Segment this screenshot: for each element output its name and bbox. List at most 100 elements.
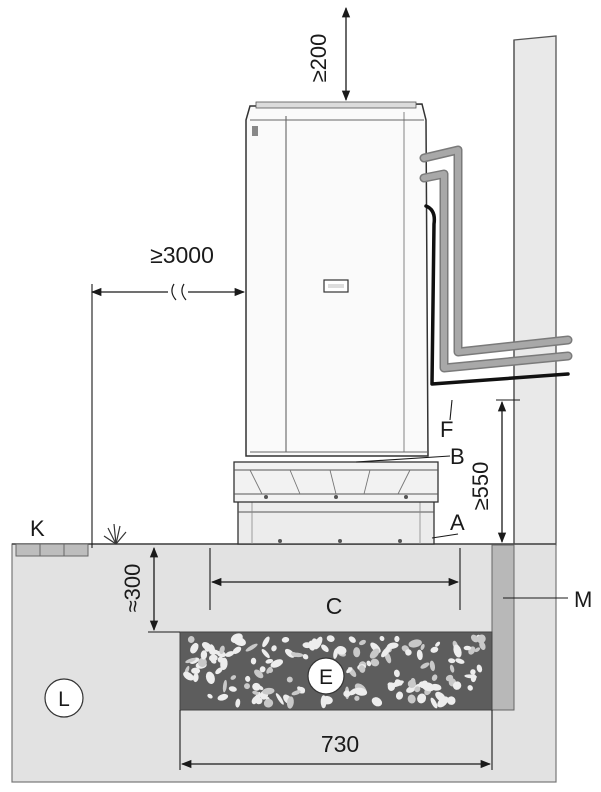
gravel-stone (395, 691, 404, 700)
gravel-stone (421, 682, 435, 692)
label-e-circle (307, 657, 345, 695)
bed-width-label: 730 (321, 731, 359, 757)
gravel-stone (262, 687, 275, 695)
gravel-stone (407, 694, 416, 704)
gravel-stone (445, 674, 454, 682)
gravel-stone (455, 658, 465, 664)
label-l-circle (44, 678, 84, 718)
gravel-stone (210, 658, 217, 664)
gravel-stone (228, 686, 237, 692)
gravel-stone (210, 649, 222, 655)
gravel-stone (190, 642, 199, 654)
gravel-stone (270, 659, 284, 668)
gravel-stone (431, 674, 438, 681)
leader-a (431, 533, 459, 539)
gravel-stone (197, 657, 207, 667)
gravel-stone (393, 669, 400, 678)
gravel-stone (286, 676, 293, 683)
gravel-stone (263, 698, 274, 708)
gravel-stone (470, 634, 479, 643)
gravel-stone (222, 679, 227, 693)
gravel-stone (429, 660, 436, 672)
depth-label: ≈300 (120, 564, 145, 613)
refrigerant-pipes (419, 145, 573, 386)
gravel-stone (257, 685, 264, 690)
gravel-stone (266, 666, 272, 674)
gravel-stone (394, 679, 403, 686)
gravel-stone (407, 679, 416, 689)
leader-f (449, 399, 453, 421)
gravel-stone (262, 636, 270, 648)
gravel-stone (281, 636, 290, 643)
unit-stand (233, 461, 439, 503)
foundation (237, 499, 435, 545)
gravel-stone (366, 660, 372, 667)
gravel-stone (311, 638, 319, 647)
gravel-stone (219, 645, 225, 654)
wall-membrane (491, 544, 515, 711)
gravel-stone (354, 695, 360, 701)
gravel-stone (346, 667, 353, 674)
gravel-stone (245, 675, 251, 682)
gravel-stone (430, 646, 439, 653)
gravel-stone (435, 691, 446, 702)
gravel-stone (467, 685, 473, 691)
heat-pump-unit (245, 101, 429, 457)
label-m: M (574, 587, 592, 612)
gravel-stone (348, 636, 356, 643)
gravel-stone (245, 643, 258, 652)
gravel-stone (217, 656, 224, 663)
gravel-stone (416, 649, 423, 661)
gravel-stone (275, 693, 284, 705)
gravel-stone (321, 644, 329, 653)
gravel-stone (286, 696, 294, 709)
label-b: B (450, 444, 465, 469)
gravel-stone (230, 633, 243, 644)
gravel-stone (232, 646, 242, 654)
gravel-stone (343, 690, 351, 698)
side-clearance-break-marks (171, 283, 187, 301)
gravel-stone (252, 690, 259, 695)
gravel-stone (354, 687, 368, 696)
gravel-stone (420, 643, 425, 651)
gravel-stone (225, 651, 235, 657)
gravel-stone (207, 693, 213, 699)
side-clearance-break (168, 280, 188, 304)
gravel-stone (435, 641, 441, 647)
gravel-stone (183, 671, 194, 681)
gravel-stone (191, 667, 201, 675)
gravel-stone (291, 690, 301, 696)
gravel-stone (453, 644, 462, 658)
gravel-stones (183, 633, 486, 709)
label-e: E (319, 666, 333, 689)
gravel-stone (292, 652, 304, 658)
gravel-stone (321, 695, 333, 705)
gravel-stone (470, 669, 476, 675)
gravel-stone (201, 641, 212, 651)
gravel-stone (414, 686, 421, 693)
gravel-stone (265, 658, 274, 664)
grass-tuft (103, 523, 127, 545)
gravel-stone (379, 636, 385, 641)
gravel-stone (326, 635, 335, 642)
gravel-stone (250, 657, 257, 665)
leader-b (355, 455, 451, 463)
gravel-stone (244, 683, 250, 690)
wall (513, 35, 557, 546)
gravel-stone (449, 664, 455, 673)
label-a: A (450, 510, 465, 535)
label-l: L (58, 688, 70, 711)
gravel-stone (369, 648, 380, 659)
gravel-stone (230, 675, 237, 680)
gravel-stone (187, 636, 195, 643)
gravel-stone (405, 649, 412, 656)
gravel-stone (474, 647, 481, 653)
gravel-stone (259, 666, 266, 673)
gravel-stone (464, 674, 477, 679)
gravel-stone (452, 681, 462, 690)
gravel-stone (358, 665, 366, 673)
gravel-stone (381, 646, 391, 658)
gravel-stone (217, 693, 229, 701)
gravel-stone (261, 649, 270, 659)
